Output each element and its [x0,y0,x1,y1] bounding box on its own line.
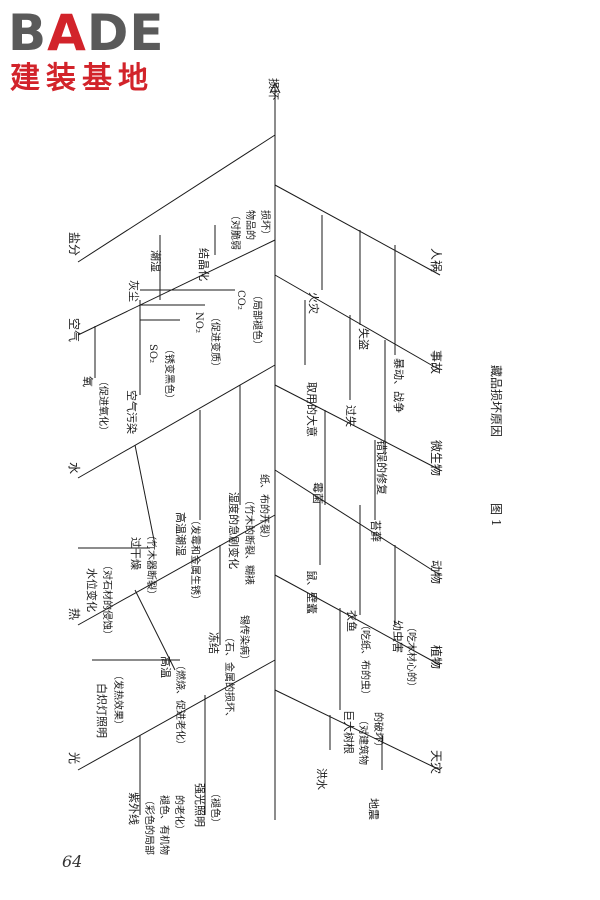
bone-shui [77,364,276,479]
brand-logo: BADE 建装基地 [8,6,178,98]
bone-guang [77,659,276,771]
page-number: 64 [62,852,83,871]
cause-uv: 紫外线 [127,792,141,825]
cause-tree-root-note2: 的破坏） [372,712,385,752]
cause-so2-note: （锈变黑色） [163,344,176,404]
cause-crystallization-note2: 物品的 [244,210,257,240]
cause-wrong-repair: 错误的修复 [375,440,389,495]
cause-dust: 灰尘 [127,280,141,302]
category-zhiwu: 植物 [429,645,444,669]
cause-freeze-note1: （石、金属的损坏、 [223,632,236,722]
cause-tree-root: 巨大树根 [342,710,356,754]
cause-mistake: 过失 [344,405,357,427]
cause-over-dry: 过干燥 [129,537,142,570]
bone-kongqi [77,239,276,336]
cause-humidity-change-note1: （竹木的断裂、糊裱 [243,495,256,585]
bone-dongwu [274,469,441,576]
category-weishengwu: 微生物 [429,440,443,476]
cause-riot-war: 暴动、战争 [392,358,406,413]
cause-water-level: 水位变化 [85,568,99,612]
cause-uv-note1: （彩色的局部 [143,795,156,855]
category-re: 热 [67,608,81,620]
cause-uv-note3: 的老化） [173,795,186,835]
brand-logo-wordmark: BADE [8,4,165,62]
cause-larva: 幼虫害 [391,620,405,653]
cause-crystallization-note3: 损坏） [259,210,272,240]
cause-high-temp-note: （燃烧、促进老化） [174,660,187,750]
cause-high-temp: 高温 [159,656,173,678]
cause-humid-note: （发霉和金属生锈） [189,515,202,605]
figure-number: 图 1 [489,503,503,526]
cause-oxygen: 氧 [81,376,95,387]
category-yanfen: 盐分 [67,232,81,256]
category-dongwu: 动物 [429,560,443,584]
fishbone-lines [77,81,441,820]
sub-high [134,589,176,671]
cause-co2: CO₂ [235,290,246,310]
spine-arrowhead [269,81,281,94]
cause-no2: NO₂ [193,312,204,333]
cause-deliquescence: 潮湿 [149,250,163,272]
cause-air-pollution: 空气污染 [125,390,139,434]
cause-theft: 失盗 [357,328,370,350]
category-tianzai: 天灾 [429,750,444,774]
category-guang: 光 [67,752,81,764]
brand-logo-subtitle: 建装基地 [10,61,154,96]
category-kongqi: 空气 [67,318,82,342]
cause-water-level-note: （对石材的侵蚀） [101,560,114,640]
bone-shigu [274,274,441,371]
category-renhuo: 人祸 [429,248,444,272]
category-shigu: 事故 [429,350,444,374]
bone-weishengwu [274,384,441,471]
cause-crystallization: 结晶化 [197,248,211,281]
cause-silverfish: 衣鱼 [345,610,359,632]
cause-fire: 火灾 [307,292,321,314]
cause-incandescent: 白炽灯照明 [95,683,109,738]
cause-earthquake: 地震 [367,798,380,820]
cause-flood: 洪水 [315,768,329,790]
cause-larva-note: （吃木材心的） [405,622,418,692]
cause-co2-note: （局部褪色） [251,290,264,350]
cause-freeze: 冻结 [207,632,221,654]
sub-dry [134,444,156,546]
bone-zhiwu [274,574,441,666]
effect-label: 损坏 [267,78,281,100]
cause-humidity-change: 湿度的急剧变化 [227,492,241,569]
bone-tianzai [274,689,441,771]
cause-crystallization-note1: （对脆弱 [229,210,242,250]
cause-mold: 霉菌 [311,482,324,504]
bone-renhuo [274,184,441,276]
bone-yanfen [77,134,276,263]
cause-uv-note2: 褪色、有机物 [158,795,171,855]
cause-tree-root-note1: （对建筑物 [357,715,370,765]
cause-humid: 高温潮湿 [174,512,188,556]
cause-humidity-change-note2: 纸、布的开裂） [258,474,271,544]
cause-freeze-note2: 锡传染病） [238,615,251,665]
cause-over-dry-note: （竹木器断裂） [145,530,158,600]
cause-so2: SO₂ [147,344,158,363]
cause-rat-beetle: 鼠、壁蠹 [305,570,319,614]
figure-caption: 藏品损坏原因 [489,365,503,437]
bone-re [77,514,276,626]
cause-oxygen-note: （促进氧化） [97,376,110,436]
cause-incandescent-note: （发热效果） [112,670,125,730]
cause-strong-light-note: （褪色） [209,788,222,828]
cause-no2-note: （促进变质） [209,312,222,372]
cause-careless-handling: 取用的大意 [305,382,319,437]
cause-moss: 苔藓 [369,520,383,542]
cause-silverfish-note: （吃纸、布的虫） [359,620,372,700]
cause-strong-light: 强光照明 [193,783,207,827]
category-shui: 水 [67,462,81,474]
